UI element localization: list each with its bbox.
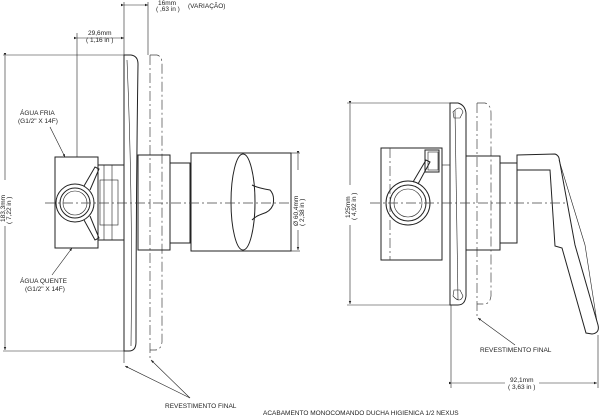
drawing-title: ACABAMENTO MONOCOMANDO DUCHA HIGIENICA 1…: [263, 410, 459, 417]
finish-label-left: REVESTIMENTO FINAL: [123, 351, 237, 410]
svg-text:92,1mm: 92,1mm: [510, 377, 533, 384]
wall-plate: [123, 54, 139, 352]
height-dimension-125mm: 125mm ( 4,92 in ): [344, 101, 452, 306]
svg-text:( ,63 in ): ( ,63 in ): [156, 6, 180, 13]
svg-text:( 7,22 in ): ( 7,22 in ): [6, 197, 13, 224]
svg-text:183,3mm: 183,3mm: [0, 195, 7, 222]
valve-body: [380, 147, 443, 261]
svg-text:( 4,92 in ): ( 4,92 in ): [351, 193, 358, 220]
svg-text:16mm: 16mm: [158, 0, 176, 7]
left-view: 16mm ( ,63 in ) (VARIAÇÃO) 29,6mm ( 1,16…: [0, 0, 306, 410]
svg-text:ÁGUA FRIA: ÁGUA FRIA: [20, 108, 55, 117]
knob: [190, 152, 292, 252]
finish-label-right: REVESTIMENTO FINAL: [477, 317, 552, 354]
diameter-dimension: Ø 60,4mm ( 2,38 in ): [291, 151, 306, 252]
svg-text:ÁGUA QUENTE: ÁGUA QUENTE: [20, 276, 68, 285]
lever-handle: [516, 153, 599, 335]
finish-cover-outline: [150, 54, 163, 351]
svg-text:29,6mm: 29,6mm: [88, 30, 111, 37]
cold-water-label: ÁGUA FRIA (G1/2" X 14F): [18, 108, 66, 158]
offset-dimension: 29,6mm ( 1,16 in ): [74, 30, 124, 157]
svg-text:(G1/2" X 14F): (G1/2" X 14F): [18, 118, 58, 125]
svg-text:(G1/2" X 14F): (G1/2" X 14F): [25, 286, 65, 293]
svg-text:REVESTIMENTO FINAL: REVESTIMENTO FINAL: [480, 347, 552, 354]
svg-text:( 3,63 in ): ( 3,63 in ): [508, 384, 535, 391]
svg-text:125mm: 125mm: [345, 196, 352, 218]
svg-text:(VARIAÇÃO): (VARIAÇÃO): [188, 1, 225, 10]
svg-text:( 2,38 in ): ( 2,38 in ): [299, 199, 306, 226]
svg-text:Ø 60,4mm: Ø 60,4mm: [293, 196, 300, 226]
right-view: 125mm ( 4,92 in ) 92,1mm ( 3,63 in ): [344, 101, 599, 391]
wall-plate: [449, 102, 467, 306]
depth-dimension-16mm: 16mm ( ,63 in ) (VARIAÇÃO): [121, 0, 225, 55]
depth-dimension-92mm: 92,1mm ( 3,63 in ): [449, 305, 599, 391]
hot-water-label: ÁGUA QUENTE (G1/2" X 14F): [20, 247, 73, 293]
svg-text:REVESTIMENTO FINAL: REVESTIMENTO FINAL: [165, 403, 237, 410]
svg-text:( 1,16 in ): ( 1,16 in ): [86, 37, 113, 44]
stem-housing: [137, 154, 171, 251]
finish-cover-outline: [477, 102, 492, 305]
height-dimension: 183,3mm ( 7,22 in ): [0, 53, 126, 352]
